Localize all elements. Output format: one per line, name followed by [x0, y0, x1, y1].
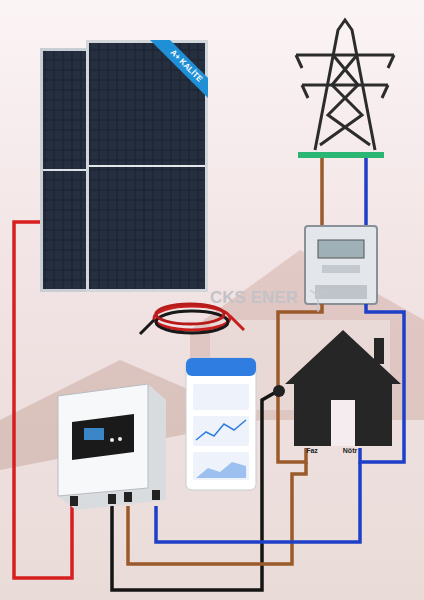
power-pylon: [296, 20, 394, 150]
watermark: CKS ENER: [210, 289, 298, 308]
phase-label: Faz: [306, 447, 318, 455]
house-icon: [285, 330, 401, 446]
inverter: [58, 384, 166, 510]
cable-coil: [140, 304, 244, 334]
electric-meter: [305, 226, 377, 304]
ground-bar: [298, 152, 384, 158]
current-clamp: [273, 385, 285, 397]
grid-wires: [322, 158, 366, 228]
neutral-label: Nötr: [343, 447, 357, 455]
phone-app: [186, 358, 256, 490]
wiring: [14, 222, 360, 590]
house-wires: [278, 304, 404, 462]
solar-panel: [86, 40, 208, 292]
watermark-turbine: [310, 286, 326, 312]
